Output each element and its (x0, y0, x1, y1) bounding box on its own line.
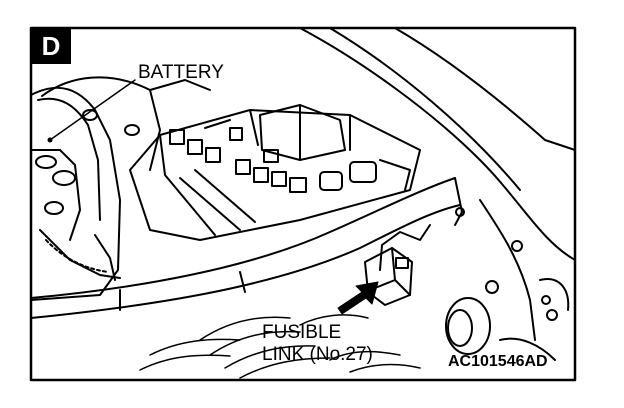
figure-frame (29, 26, 577, 382)
fusible-link-arrow (337, 281, 379, 315)
fender-illustration (299, 27, 576, 361)
battery-leader-line (49, 79, 136, 141)
fusible-link-label-line2: LINK (No.27) (262, 344, 373, 365)
relay-box-illustration (129, 104, 421, 241)
fusible-link-label: FUSIBLE LINK (No.27) (262, 322, 373, 366)
battery-illustration (30, 76, 211, 301)
lower-panel-hatching (139, 314, 421, 379)
battery-label: BATTERY (138, 62, 224, 83)
cowl-panel-illustration (30, 177, 465, 319)
figure-code: AC101546AD (448, 353, 548, 370)
fusible-link-label-line1: FUSIBLE (262, 322, 342, 343)
view-letter-badge: D (31, 28, 71, 64)
